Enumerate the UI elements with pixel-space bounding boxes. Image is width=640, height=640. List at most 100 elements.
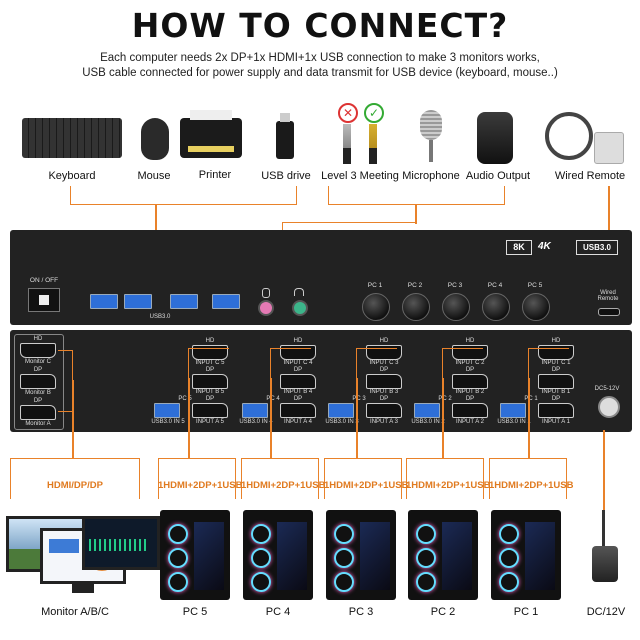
pc3-usb-port[interactable] <box>328 403 354 418</box>
check-icon: ✓ <box>364 103 384 123</box>
pc4-bottom-label: PC 4 <box>265 606 291 618</box>
pc5-dp1-port[interactable] <box>192 374 228 389</box>
pc3-dp2-port[interactable] <box>366 403 402 418</box>
pc4-button[interactable] <box>482 293 510 321</box>
pc4-hdmi-label: INPUT C 4 <box>283 360 313 366</box>
pc5-hdmi-label: INPUT C 5 <box>195 360 225 366</box>
pc5-dp2-port[interactable] <box>192 403 228 418</box>
pc1-bracket <box>489 458 567 499</box>
pc1-dp2-label: INPUT A 1 <box>542 419 570 425</box>
wired-remote-port-label: Wired Remote <box>597 290 619 302</box>
pc4-bracket <box>241 458 319 499</box>
pc1-button-label: PC 1 <box>367 282 383 289</box>
power-switch[interactable] <box>28 288 60 312</box>
input-group-pc5: HD INPUT C 5 DP INPUT B 5 PC 5 DP USB3.0… <box>148 334 230 428</box>
mic-jack[interactable] <box>258 300 274 316</box>
monitor-a-label: Monitor A <box>25 421 51 427</box>
pc3-button[interactable] <box>442 293 470 321</box>
pc3-drop <box>356 378 358 458</box>
page-title: HOW TO CONNECT? <box>131 6 509 45</box>
front-usb-port-1[interactable] <box>90 294 118 309</box>
pc3-button-label: PC 3 <box>447 282 463 289</box>
pc5-image <box>160 510 230 600</box>
pc4-usb-port[interactable] <box>242 403 268 418</box>
monitor-b-dp-label: DP <box>33 367 43 373</box>
keyboard-label: Keyboard <box>48 170 96 182</box>
monitor-right <box>82 516 160 570</box>
pc2-button-label: PC 2 <box>407 282 423 289</box>
pc4-button-label: PC 4 <box>487 282 503 289</box>
usb-peripheral-drop <box>155 204 157 230</box>
front-usb-port-4[interactable] <box>212 294 240 309</box>
pc4-connection-tag: 1HDMI+2DP+1USB <box>241 480 326 491</box>
pc2-usb-port[interactable] <box>414 403 440 418</box>
pc4-route <box>270 348 311 379</box>
speaker-image <box>477 112 513 164</box>
pc5-connection-tag: 1HDMI+2DP+1USB <box>158 480 243 491</box>
badge-4k: 4K <box>538 241 551 252</box>
front-usb-label: USB3.0 <box>149 314 171 320</box>
pc1-dp1-port[interactable] <box>538 374 574 389</box>
pc5-drop <box>188 378 190 458</box>
pc1-dp2-port[interactable] <box>538 403 574 418</box>
pc5-dp1-type-label: DP <box>205 367 215 373</box>
pc2-dp2-port[interactable] <box>452 403 488 418</box>
pc2-dp1-port[interactable] <box>452 374 488 389</box>
monitor-c-port[interactable] <box>20 343 56 358</box>
pc4-hd-label: HD <box>293 338 303 344</box>
pc4-label: PC 4 <box>266 396 280 402</box>
wired-remote-port[interactable] <box>598 308 620 316</box>
pc5-button[interactable] <box>522 293 550 321</box>
cable-image <box>545 112 593 160</box>
monitor-b-label: Monitor B <box>25 390 51 396</box>
monitor-b-port[interactable] <box>20 374 56 389</box>
pc5-bottom-label: PC 5 <box>182 606 208 618</box>
monitor-connection-tag: HDMI/DP/DP <box>47 480 103 491</box>
pc1-image <box>491 510 561 600</box>
monitor-cable-drop <box>72 380 74 458</box>
pc2-hdmi-label: INPUT C 2 <box>455 360 485 366</box>
wired-remote-label: Wired Remote <box>554 170 626 182</box>
pc5-usb-port[interactable] <box>154 403 180 418</box>
pc2-bottom-label: PC 2 <box>430 606 456 618</box>
pc2-drop <box>442 378 444 458</box>
pc4-dp1-label: INPUT B 4 <box>283 389 313 395</box>
front-usb-port-2[interactable] <box>124 294 152 309</box>
pc1-button[interactable] <box>362 293 390 321</box>
monitor-cable-bracket <box>58 350 73 412</box>
pc1-drop <box>528 378 530 458</box>
pc3-image <box>326 510 396 600</box>
pc5-hd-label: HD <box>205 338 215 344</box>
pc4-usb-label: USB3.0 IN 4 <box>239 419 273 425</box>
pc2-usb-label: USB3.0 IN 2 <box>411 419 445 425</box>
pc1-usb-label: USB3.0 IN 1 <box>497 419 531 425</box>
pc4-dp1-port[interactable] <box>280 374 316 389</box>
pc1-dp1-label: INPUT B 1 <box>541 389 571 395</box>
pc5-label: PC 5 <box>178 396 192 402</box>
pc1-hdmi-label: INPUT C 1 <box>541 360 571 366</box>
badge-usb3: USB3.0 <box>576 240 618 255</box>
audio-jack[interactable] <box>292 300 308 316</box>
pc3-bracket <box>324 458 402 499</box>
pc3-bottom-label: PC 3 <box>348 606 374 618</box>
front-usb-port-3[interactable] <box>170 294 198 309</box>
pc3-dp1-port[interactable] <box>366 374 402 389</box>
dc-power-port[interactable] <box>598 396 620 418</box>
audio-wire <box>328 186 505 205</box>
pc4-dp2-port[interactable] <box>280 403 316 418</box>
pc4-dp2-label: INPUT A 4 <box>284 419 312 425</box>
printer-label: Printer <box>198 169 232 181</box>
audio-jack-gold-icon <box>369 124 377 164</box>
pc3-label: PC 3 <box>352 396 366 402</box>
subtitle-line-1: Each computer needs 2x DP+1x HDMI+1x USB… <box>100 52 540 64</box>
power-label: ON / OFF <box>29 277 59 284</box>
monitor-bracket <box>10 458 140 499</box>
monitor-abc-label: Monitor A/B/C <box>41 606 109 618</box>
pc1-usb-port[interactable] <box>500 403 526 418</box>
pc3-hd-label: HD <box>379 338 389 344</box>
audio-output-label: Audio Output <box>465 170 531 182</box>
pc3-dp2-type-label: DP <box>379 396 389 402</box>
pc2-button[interactable] <box>402 293 430 321</box>
monitor-stand <box>72 581 94 593</box>
monitor-a-port[interactable] <box>20 405 56 420</box>
